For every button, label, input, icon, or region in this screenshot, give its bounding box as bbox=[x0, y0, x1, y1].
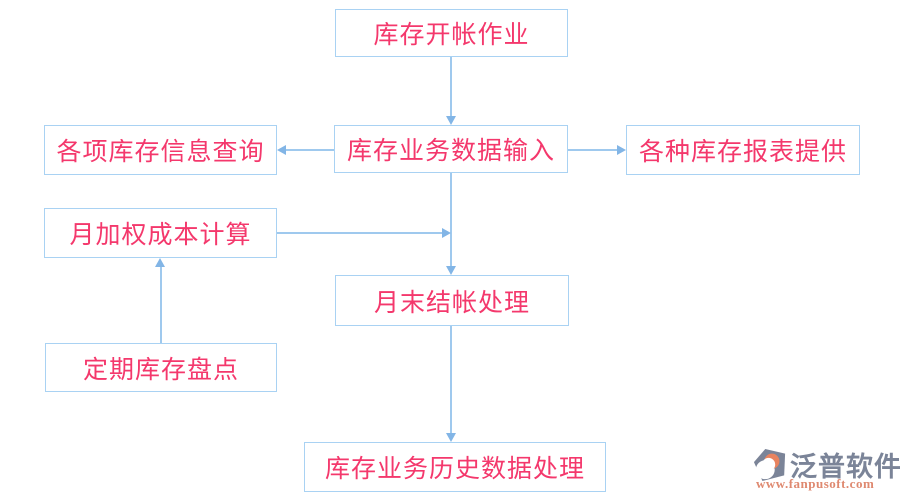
arrowhead-right-into-reports-icon bbox=[617, 145, 626, 155]
connector-input-to-monthend bbox=[450, 173, 452, 266]
node-inventory-reports: 各种库存报表提供 bbox=[626, 125, 860, 175]
connector-weightedcost-to-monthend bbox=[277, 232, 442, 234]
arrowhead-right-junction-icon bbox=[442, 228, 451, 238]
connector-input-to-reports bbox=[568, 149, 617, 151]
arrowhead-down-into-monthend-icon bbox=[446, 266, 456, 275]
connector-stocktaking-to-weightedcost bbox=[160, 267, 162, 343]
fanpu-logo-icon bbox=[753, 448, 786, 482]
connector-monthend-to-history bbox=[450, 326, 452, 433]
arrowhead-down-into-input-icon bbox=[446, 116, 456, 125]
arrowhead-left-into-query-icon bbox=[277, 145, 286, 155]
connector-input-to-query bbox=[286, 149, 334, 151]
arrowhead-up-into-weightedcost-icon bbox=[155, 258, 165, 267]
vendor-url: www.fanpusoft.com bbox=[756, 476, 875, 491]
node-periodic-stocktaking: 定期库存盘点 bbox=[45, 343, 277, 392]
node-inventory-opening: 库存开帐作业 bbox=[335, 9, 568, 57]
node-month-end-closing: 月末结帐处理 bbox=[335, 275, 569, 326]
vendor-watermark: 泛普软件 www.fanpusoft.com bbox=[750, 445, 900, 495]
node-inventory-info-query: 各项库存信息查询 bbox=[44, 125, 277, 175]
vendor-brand-name: 泛普软件 bbox=[790, 452, 900, 482]
node-history-data-processing: 库存业务历史数据处理 bbox=[304, 442, 606, 492]
connector-opening-to-input bbox=[450, 57, 452, 116]
node-business-data-input: 库存业务数据输入 bbox=[334, 125, 568, 173]
arrowhead-down-into-history-icon bbox=[446, 433, 456, 442]
node-monthly-weighted-cost: 月加权成本计算 bbox=[44, 208, 277, 258]
